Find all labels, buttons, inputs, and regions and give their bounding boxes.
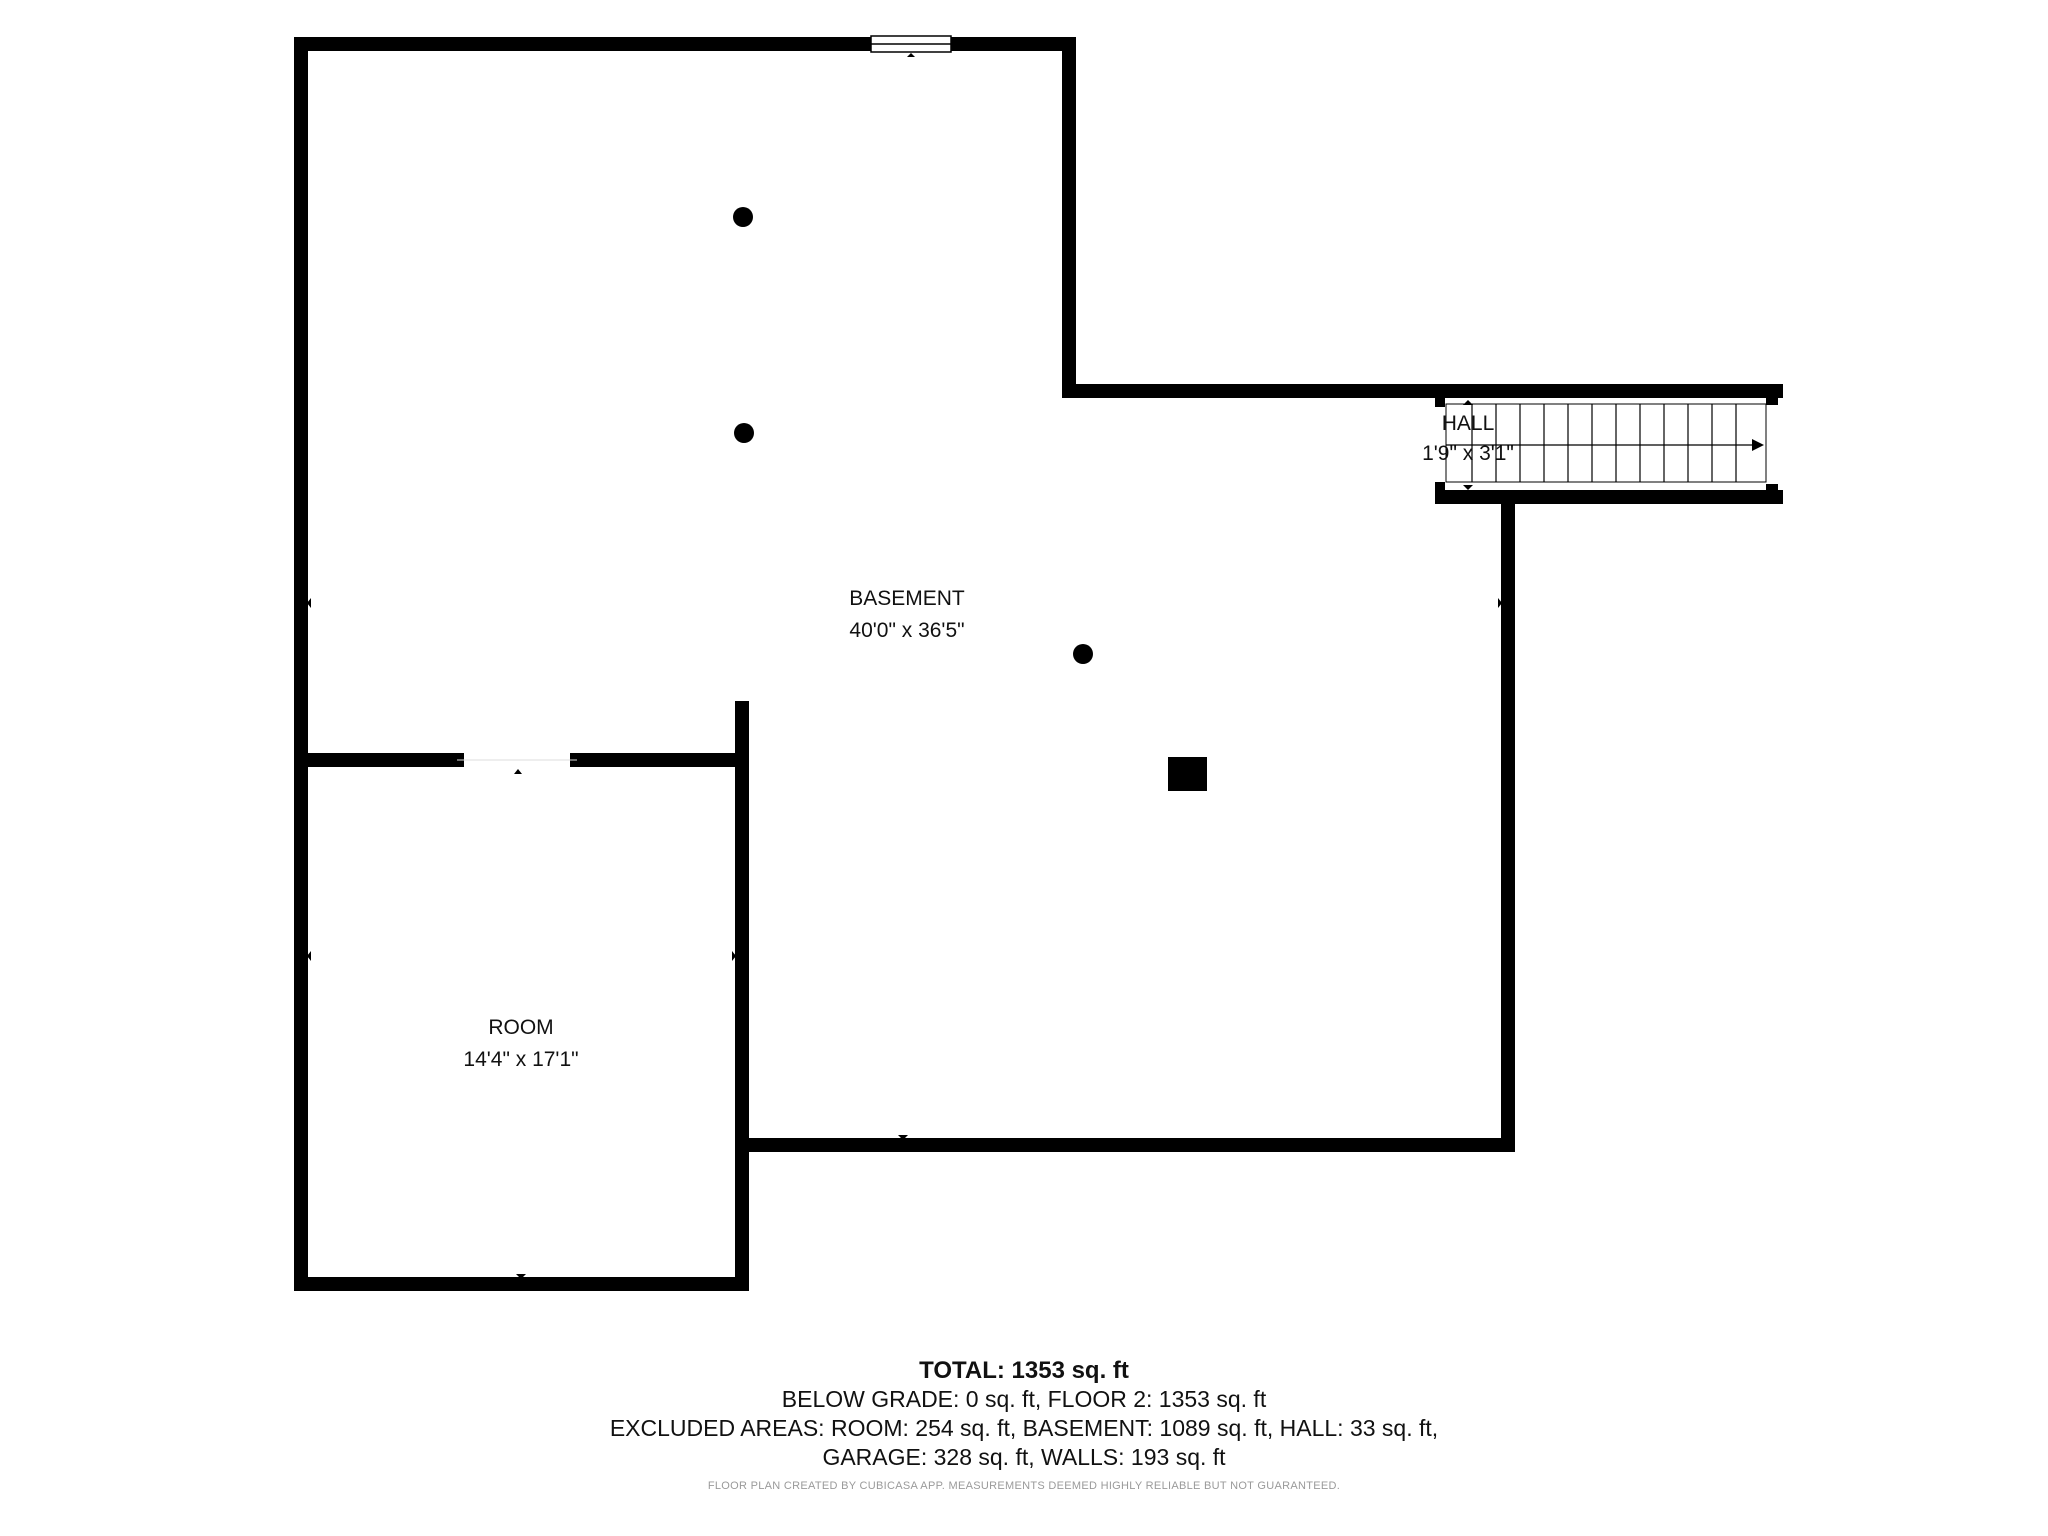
hall-post-top: [1435, 391, 1445, 407]
hall-dimensions: 1'9" x 3'1": [1422, 442, 1514, 465]
dimension-markers: [307, 400, 1502, 1279]
support-post-1: [733, 207, 753, 227]
walls: [294, 37, 1783, 1291]
hall-post-bottom: [1435, 482, 1445, 498]
utility-box: [1168, 757, 1207, 791]
support-post-3: [1073, 644, 1093, 664]
wall-outer-perimeter: [294, 37, 1515, 1291]
basement-dimensions: 40'0" x 36'5": [849, 619, 964, 642]
hall-end-bottom: [1766, 484, 1778, 504]
hall-opening-top: [1448, 398, 1778, 406]
summary-line-grade: BELOW GRADE: 0 sq. ft, FLOOR 2: 1353 sq.…: [781, 1386, 1267, 1412]
hall-name: HALL: [1442, 412, 1495, 435]
room-door-opening: [457, 759, 577, 774]
stair-direction-arrow: [1752, 439, 1764, 451]
area-summary: TOTAL: 1353 sq. ft BELOW GRADE: 0 sq. ft…: [0, 1356, 2048, 1492]
window-top: [870, 35, 952, 57]
credit-note: FLOOR PLAN CREATED BY CUBICASA APP. MEAS…: [707, 1480, 1341, 1492]
support-posts: [733, 207, 1207, 791]
summary-line-garage: GARAGE: 328 sq. ft, WALLS: 193 sq. ft: [822, 1444, 1226, 1470]
summary-line-excluded: EXCLUDED AREAS: ROOM: 254 sq. ft, BASEME…: [609, 1415, 1439, 1441]
hall-opening-bottom: [1448, 482, 1778, 490]
staircase: [1445, 403, 1767, 483]
room-name: ROOM: [488, 1016, 553, 1039]
support-post-2: [734, 423, 754, 443]
wall-outer-left: [294, 37, 1449, 398]
total-area: TOTAL: 1353 sq. ft: [919, 1357, 1129, 1384]
hall-end-top: [1766, 385, 1778, 405]
room-dimensions: 14'4" x 17'1": [463, 1048, 578, 1071]
basement-name: BASEMENT: [849, 587, 965, 610]
